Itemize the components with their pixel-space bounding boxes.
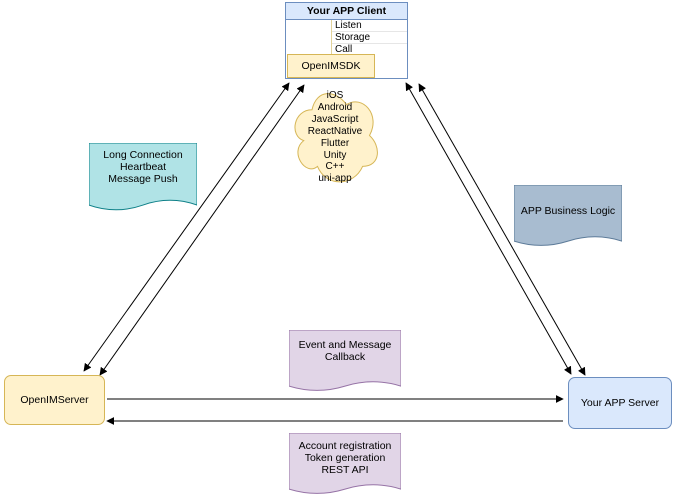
platform-label: Unity [323,149,347,161]
client-row-call: Call [335,44,353,55]
note-text: Event and Message Callback [289,330,401,363]
openimserver-node: OpenIMServer [4,375,105,425]
platform-label: C++ [325,161,345,173]
note-line: Heartbeat [119,161,167,173]
platforms-cloud: iOS Android JavaScript ReactNative Flutt… [289,84,381,187]
client-row-storage: Storage [332,32,407,44]
openimsdk-node: OpenIMSDK [287,54,375,78]
note-text: APP Business Logic [514,185,622,217]
platform-list: iOS Android JavaScript ReactNative Flutt… [289,84,381,187]
note-event-callback: Event and Message Callback [289,330,401,396]
note-long-connection: Long Connection Heartbeat Message Push [89,143,197,216]
platform-label: JavaScript [311,113,359,125]
document-shape [289,330,401,396]
note-line: Event and Message [298,339,392,351]
platform-label: iOS [326,90,344,101]
note-line: Token generation [304,452,386,464]
note-business-logic: APP Business Logic [514,185,622,251]
platform-label: Android [317,101,353,113]
appserver-node: Your APP Server [568,377,672,429]
note-text: Account registration Token generation RE… [289,433,401,476]
arrow-sdk-openimserver-2 [99,84,305,376]
arrow-sdk-openimserver-1 [83,82,290,372]
platform-label: ReactNative [307,125,363,137]
note-line: Long Connection [103,149,183,161]
note-line: Account registration [298,440,392,452]
note-rest-api: Account registration Token generation RE… [289,433,401,499]
client-row-listen: Listen [332,20,407,32]
platform-label: Flutter [320,137,350,149]
note-line: APP Business Logic [520,205,616,217]
note-line: Message Push [108,173,178,185]
platform-label: uni-app [318,173,352,185]
note-line: REST API [321,464,369,476]
appserver-label: Your APP Server [580,397,660,409]
document-shape [289,433,401,499]
client-node: Your APP Client Listen Storage Call [285,2,408,79]
client-title: Your APP Client [286,3,407,20]
openimserver-label: OpenIMServer [20,394,89,406]
note-text: Long Connection Heartbeat Message Push [89,143,197,185]
client-row-list: Listen Storage Call [331,20,407,55]
note-line: Callback [324,351,366,363]
